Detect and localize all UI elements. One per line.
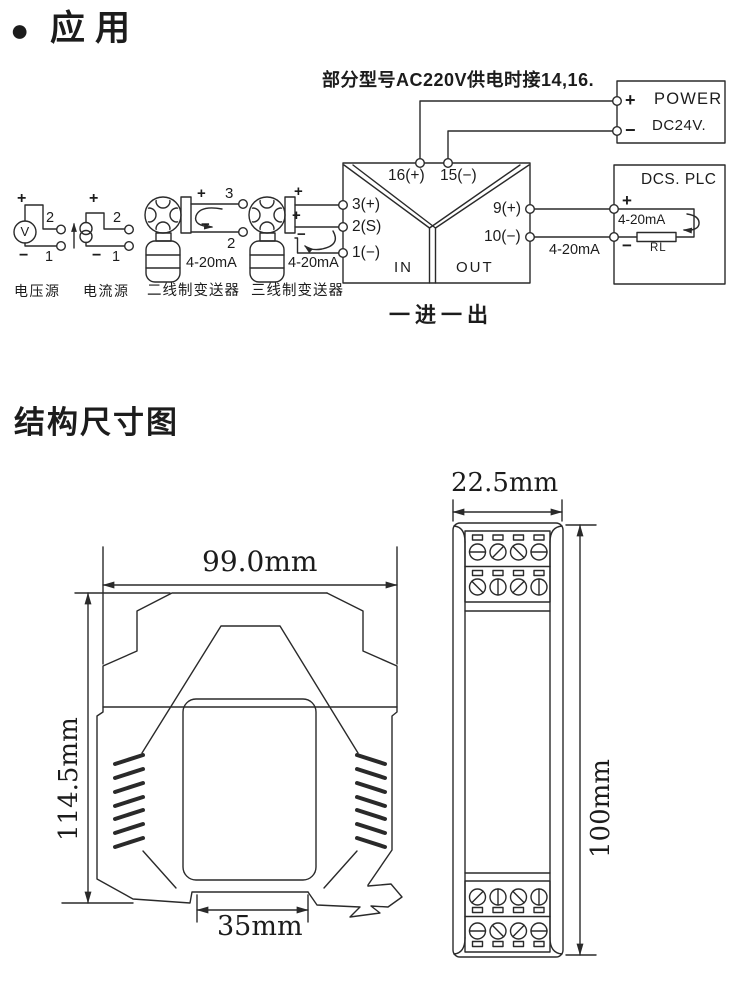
side-height-dimension: 100mm <box>586 759 616 858</box>
section-bullet-icon: ● <box>10 12 30 48</box>
front-view-outline <box>96 592 403 918</box>
vsource-terminal-2: 2 <box>46 210 55 226</box>
wiring-caption: 一进一出 <box>389 304 493 327</box>
current-source-symbol <box>71 212 126 249</box>
dcs-minus-sign: − <box>622 236 632 255</box>
dcs-plus-sign: + <box>622 191 632 210</box>
terminal-1-label: 1(−) <box>352 244 380 261</box>
power-wires <box>419 100 614 161</box>
twowire-terminal-2: 2 <box>227 235 236 252</box>
power-minus-sign: − <box>625 120 636 140</box>
power-title: POWER <box>654 90 723 108</box>
terminal-2-label: 2(S) <box>352 218 382 235</box>
threewire-loop-current-label: 4-20mA <box>288 255 339 271</box>
power-voltage: DC24V. <box>652 117 707 134</box>
vsource-plus-sign: + <box>17 190 27 207</box>
side-view-terminal-blocks <box>464 530 551 953</box>
threewire-plus-mid-sign: + <box>292 207 301 224</box>
dcs-box <box>613 164 726 285</box>
three-wire-transmitter-symbol <box>248 196 340 283</box>
isolator-box <box>342 162 531 284</box>
terminal-16-label: 16(+) <box>388 167 425 184</box>
csource-terminal-2: 2 <box>113 210 122 226</box>
dcs-loop-current-label: 4-20mA <box>618 212 666 227</box>
side-view-dimensions <box>452 499 597 956</box>
terminal-9-label: 9(+) <box>493 200 521 217</box>
twowire-plus-sign: + <box>197 185 206 202</box>
power-plus-sign: + <box>625 90 636 110</box>
csource-minus-sign: − <box>92 247 102 264</box>
section-title-structure: 结构尺寸图 <box>14 405 179 440</box>
voltage-source-symbol <box>13 204 58 247</box>
vsource-label: 电压源 <box>14 283 61 299</box>
isolator-out-label: OUT <box>456 259 494 276</box>
terminal-3-label: 3(+) <box>352 196 380 213</box>
csource-terminal-1: 1 <box>112 249 121 265</box>
vsource-terminal-1: 1 <box>45 249 54 265</box>
front-view-dimensions <box>61 546 398 923</box>
front-width-dimension: 99.0mm <box>202 545 318 578</box>
threewire-minus-sign: − <box>297 226 306 243</box>
dcs-title: DCS. PLC <box>641 171 717 188</box>
front-view-vent-fins <box>113 753 387 849</box>
two-wire-transmitter-symbol <box>144 196 240 283</box>
terminal-10-label: 10(−) <box>484 228 521 245</box>
power-box <box>616 80 726 144</box>
terminal-circles <box>56 95 623 258</box>
vsource-v-symbol: V <box>20 224 30 239</box>
twowire-label: 二线制变送器 <box>147 283 240 299</box>
twowire-loop-current-label: 4-20mA <box>186 255 237 271</box>
front-height-dimension: 114.5mm <box>54 717 84 841</box>
front-rail-dimension: 35mm <box>217 911 303 942</box>
side-width-dimension: 22.5mm <box>451 468 559 498</box>
terminal-15-label: 15(−) <box>440 167 477 184</box>
csource-plus-sign: + <box>89 190 99 207</box>
load-resistor-label: RL <box>650 242 667 254</box>
twowire-minus-sign: − <box>201 216 210 233</box>
output-wires <box>529 208 615 238</box>
output-loop-current-label: 4-20mA <box>549 242 600 258</box>
section-title-application: 应用 <box>50 9 141 48</box>
power-note: 部分型号AC220V供电时接14,16. <box>322 70 595 90</box>
threewire-plus-top-sign: + <box>294 183 303 200</box>
isolator-in-label: IN <box>394 259 413 276</box>
threewire-label: 三线制变送器 <box>251 283 344 299</box>
vsource-minus-sign: − <box>19 247 29 264</box>
csource-label: 电流源 <box>83 283 130 299</box>
twowire-terminal-3: 3 <box>225 185 234 202</box>
